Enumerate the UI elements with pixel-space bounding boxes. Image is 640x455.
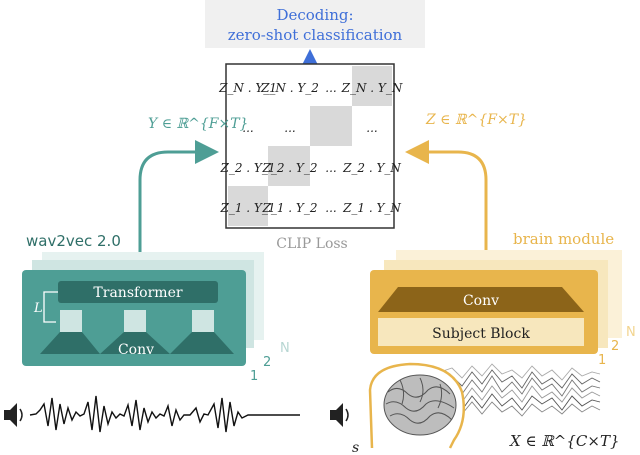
matrix-diag-cell-n [352, 66, 392, 106]
transformer-label: Transformer [93, 285, 182, 301]
speaker-icon [330, 403, 349, 427]
matrix-cell: Z_N . Y_N [341, 81, 403, 95]
matrix-cell: Z_2 . Y_N [342, 161, 401, 175]
stack-label: 2 [611, 339, 619, 354]
brain-output-label: Z ∈ ℝ^{F×T} [425, 112, 527, 128]
conv-shape [40, 332, 234, 354]
wav2vec-module: wav2vec 2.0 Transformer Conv L 1 2 N [22, 232, 290, 384]
brain-conv-shape [378, 287, 584, 312]
token-box [124, 310, 146, 332]
brain-output-arrow [405, 140, 488, 268]
speaker-icon [4, 403, 23, 427]
decoding-box: Decoding: zero-shot classification [205, 0, 425, 48]
brain-icon [383, 374, 457, 436]
transformer-box [58, 281, 218, 303]
matrix-cell: ... [325, 161, 336, 175]
clip-loss-label: CLIP Loss [276, 236, 348, 252]
stack-label: 2 [263, 355, 271, 370]
matrix-cell: Z_1 . Y_2 [262, 201, 318, 215]
token-box [192, 310, 214, 332]
stack-label: N [626, 325, 636, 340]
matrix-cell: Z_N . Y_1 [218, 81, 277, 95]
brain-module-label: brain module [513, 230, 614, 248]
wav2vec-label: wav2vec 2.0 [26, 232, 121, 250]
loop-label: L [33, 301, 43, 316]
meg-traces [439, 363, 601, 417]
matrix-diag-cell-2 [268, 146, 310, 186]
matrix-cell: ... [325, 201, 336, 215]
matrix-cell: Z_1 . Y_N [342, 201, 401, 215]
audio-output-arrow [138, 140, 219, 268]
matrix-cell: Z_2 . Y_1 [220, 161, 276, 175]
matrix-cell: Z_2 . Y_2 [262, 161, 318, 175]
stack-label: 1 [598, 353, 606, 368]
stack-label: 1 [250, 369, 258, 384]
conv-label-brain: Conv [463, 293, 499, 309]
subject-block-label: Subject Block [432, 326, 530, 342]
matrix-cell: ... [366, 121, 377, 135]
meg-input-label: X ∈ ℝ^{C×T} [509, 432, 620, 450]
matrix-cell: ... [284, 121, 295, 135]
conv-label-audio: Conv [118, 342, 154, 358]
matrix-cell: ... [242, 121, 253, 135]
audio-waveform [29, 395, 300, 433]
audio-output-label: Y ∈ ℝ^{F×T} [148, 116, 248, 132]
token-box [60, 310, 82, 332]
stack-label: N [280, 341, 290, 356]
decoding-title: Decoding: [276, 6, 353, 24]
loop-arrow [43, 291, 58, 323]
matrix-diag-cell-mid [310, 106, 352, 146]
matrix-diag-cell-1 [228, 186, 268, 226]
matrix-cell: Z_N . Y_2 [260, 81, 319, 95]
similarity-matrix: Z_N . Y_1 Z_N . Y_2 ... Z_N . Y_N ... ..… [218, 63, 403, 252]
matrix-cell: ... [325, 81, 336, 95]
matrix-cell: Z_1 . Y_1 [220, 201, 276, 215]
decoding-subtitle: zero-shot classification [228, 26, 403, 44]
brain-module: brain module Conv Subject Block 1 2 N [370, 230, 636, 368]
subject-label: s [352, 440, 359, 455]
subject-block-box [378, 318, 584, 346]
